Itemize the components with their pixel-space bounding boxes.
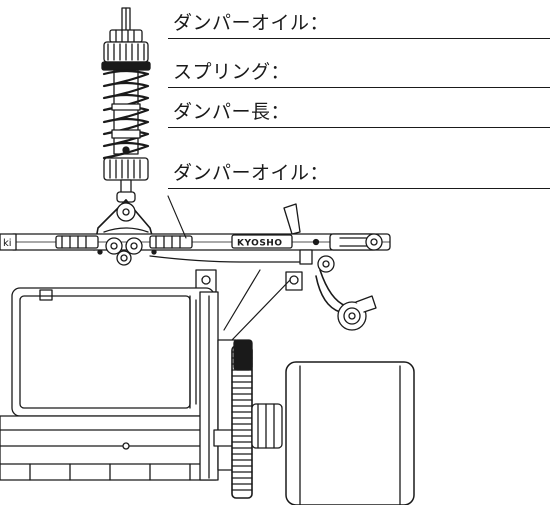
motor	[11, 287, 215, 417]
bellcrank	[283, 203, 377, 331]
upper-arm: ki	[0, 233, 391, 266]
spring-field: スプリング：	[168, 57, 550, 88]
gearbox	[199, 291, 237, 481]
shock-absorber	[101, 7, 151, 203]
brand-text: KYOSHO	[237, 239, 283, 249]
damper-length-label: ダンパー長：	[173, 101, 291, 123]
leader-lines	[167, 195, 187, 239]
spring-label: スプリング：	[173, 61, 291, 83]
damper-oil-rear-label: ダンパーオイル：	[173, 162, 330, 184]
svg-text:ki: ki	[3, 238, 12, 249]
wheel	[285, 361, 415, 505]
damper-oil-front-field: ダンパーオイル：	[168, 8, 550, 39]
damper-length-field: ダンパー長：	[168, 97, 550, 128]
chassis-plate	[0, 415, 217, 481]
damper-oil-front-label: ダンパーオイル：	[173, 12, 330, 34]
shock-mount-arms	[93, 199, 157, 251]
frame-linkage	[149, 255, 301, 341]
spur-gear	[231, 339, 283, 499]
brand-plate: KYOSHO	[231, 234, 293, 249]
damper-oil-rear-field: ダンパーオイル：	[168, 158, 550, 189]
